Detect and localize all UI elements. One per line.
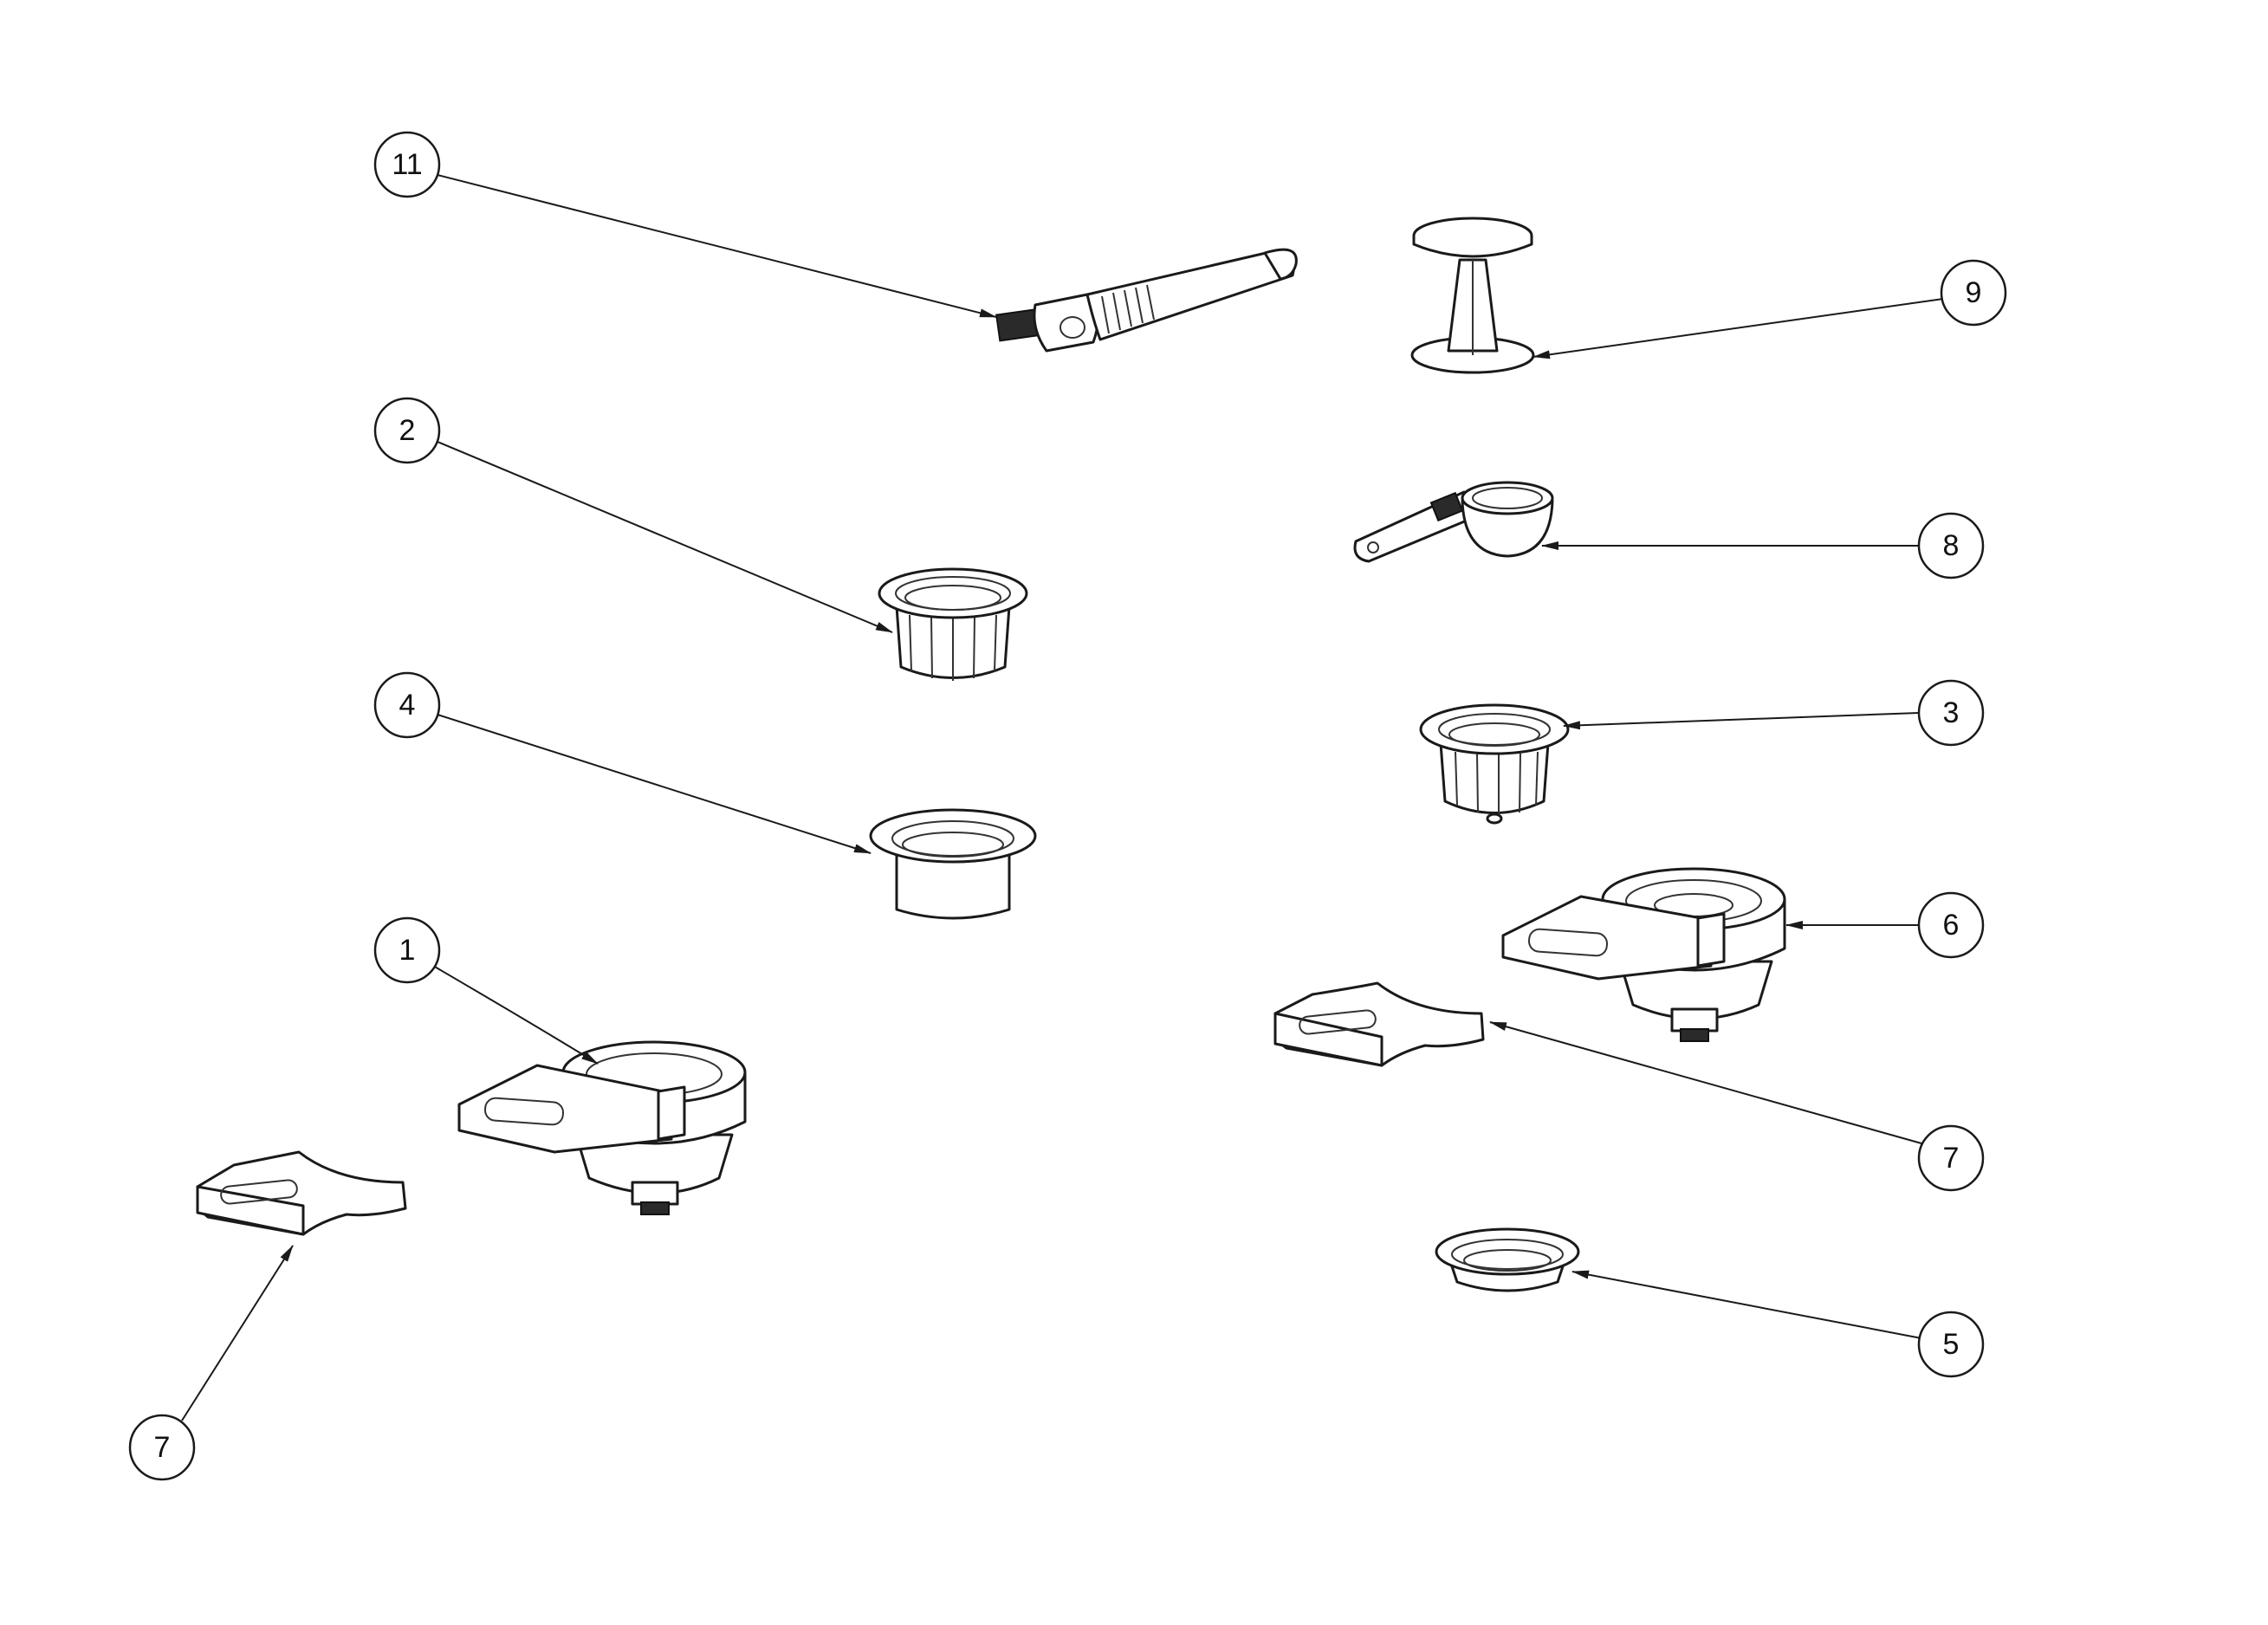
leader-4 — [437, 714, 872, 854]
callout-6: 6 — [1917, 891, 1985, 959]
leader-5 — [1571, 1270, 1922, 1339]
part-3-filter-basket — [1419, 703, 1570, 825]
callout-label-3: 3 — [1943, 696, 1960, 729]
leader-9 — [1533, 298, 1944, 359]
callout-2: 2 — [373, 397, 441, 464]
part-7-pad-right — [1273, 981, 1485, 1067]
part-4-insert — [869, 808, 1037, 920]
callout-label-4: 4 — [399, 689, 416, 722]
part-6-portafilter — [1501, 867, 1786, 1042]
callout-5: 5 — [1917, 1311, 1985, 1378]
leader-7-left — [181, 1245, 294, 1421]
callout-label-11: 11 — [392, 148, 422, 181]
leader-lines — [181, 174, 1944, 1421]
callout-4: 4 — [373, 671, 441, 739]
callout-label-5: 5 — [1943, 1328, 1960, 1361]
callout-7-right: 7 — [1917, 1124, 1985, 1192]
callout-11: 11 — [373, 131, 441, 198]
leader-3 — [1563, 712, 1920, 730]
callout-3: 3 — [1917, 679, 1985, 747]
callout-label-9: 9 — [1966, 276, 1982, 309]
callout-label-7-right: 7 — [1943, 1142, 1960, 1175]
callout-7-left: 7 — [128, 1414, 196, 1481]
callout-label-8: 8 — [1943, 529, 1960, 562]
part-9-tamper — [1410, 217, 1535, 374]
part-1-portafilter — [457, 1040, 747, 1215]
callout-8: 8 — [1917, 512, 1985, 579]
leader-2 — [437, 441, 893, 633]
callout-label-7-left: 7 — [154, 1431, 171, 1464]
part-5-gasket — [1435, 1227, 1580, 1292]
part-11-handle — [995, 248, 1298, 353]
leader-11 — [437, 174, 997, 318]
callout-label-2: 2 — [399, 414, 416, 447]
leader-7-right — [1489, 1021, 1922, 1144]
part-7-pad-left — [196, 1150, 407, 1236]
callout-label-6: 6 — [1943, 909, 1960, 942]
callout-1: 1 — [373, 916, 441, 984]
part-8-spoon — [1353, 481, 1554, 563]
part-2-filter-basket — [878, 567, 1028, 681]
callout-9: 9 — [1940, 259, 2007, 327]
leader-1 — [428, 962, 599, 1065]
callout-label-1: 1 — [399, 934, 416, 967]
